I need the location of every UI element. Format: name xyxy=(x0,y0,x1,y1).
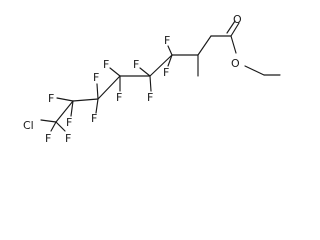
atom-cl: Cl xyxy=(23,119,34,132)
atom-f: F xyxy=(65,132,71,145)
cf-bonds xyxy=(50,45,173,132)
atom-f: F xyxy=(93,71,99,84)
atom-f: F xyxy=(147,91,153,104)
bond-c1-f2 xyxy=(55,121,66,132)
bond-c5-c6 xyxy=(149,54,173,77)
structure-diagram: Cl O O F F F F F F F F F F F F xyxy=(23,13,281,145)
atom-o-ester: O xyxy=(231,57,240,70)
bond-c2-f1 xyxy=(56,97,74,102)
bond-c5-f2 xyxy=(149,75,152,92)
atom-o-carbonyl: O xyxy=(233,13,242,26)
atom-f: F xyxy=(133,58,139,71)
bond-c3-f1 xyxy=(96,83,99,100)
bond-c2-f2 xyxy=(70,100,74,117)
bond-c4-f1 xyxy=(109,67,121,77)
bond-c6-f1 xyxy=(167,45,173,56)
bond-c3-c4 xyxy=(97,75,121,100)
bond-c2-c3 xyxy=(72,98,99,102)
bond-carbonyl-a xyxy=(230,22,240,37)
bond-cl-c1 xyxy=(40,119,57,123)
bond-c7-c8 xyxy=(197,35,212,56)
bond-c1-f1 xyxy=(50,121,57,132)
bond-c3-f2 xyxy=(95,98,99,114)
bond-carbonyl-b xyxy=(226,20,236,34)
bond-c1-c2 xyxy=(55,100,74,123)
atom-f: F xyxy=(91,112,97,125)
atom-f: F xyxy=(45,132,51,145)
bond-c5-f1 xyxy=(139,67,151,77)
bond-c9-oester xyxy=(230,35,237,54)
bond-c6-f2 xyxy=(167,54,173,67)
atom-f: F xyxy=(103,58,109,71)
atom-f: F xyxy=(164,34,170,47)
atom-labels: Cl O O F F F F F F F F F F F F xyxy=(23,13,242,145)
atom-f: F xyxy=(116,91,122,104)
chemical-structure-canvas: Cl O O F F F F F F F F F F F F xyxy=(23,13,281,145)
bond-lines xyxy=(40,20,281,123)
bond-oester-ch2 xyxy=(244,65,265,76)
atom-f: F xyxy=(66,116,72,129)
atom-f: F xyxy=(163,66,169,79)
atom-f: F xyxy=(48,92,54,105)
